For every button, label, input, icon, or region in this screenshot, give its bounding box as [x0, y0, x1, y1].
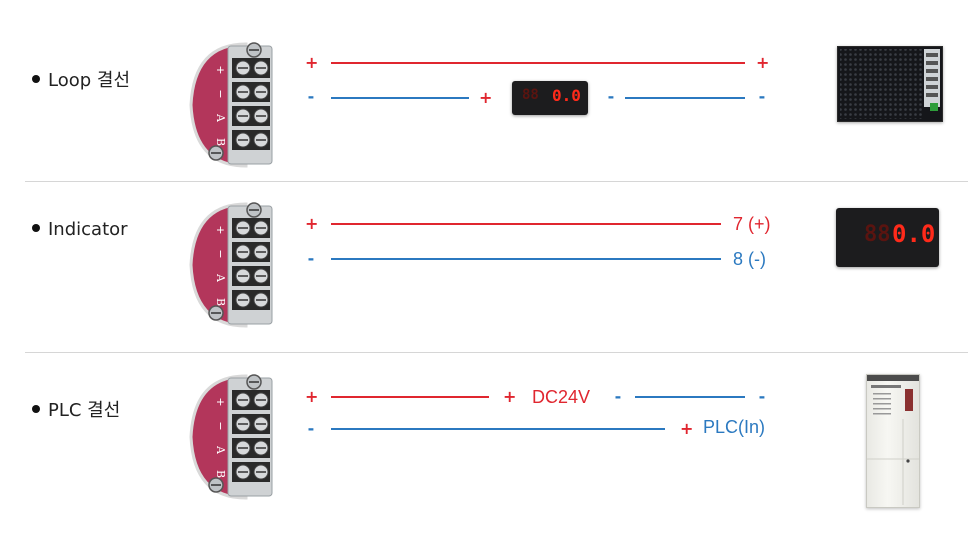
meter-value: 0.0 — [892, 220, 936, 248]
negative-sign: - — [307, 87, 315, 106]
terminal-label-a: A — [214, 445, 227, 455]
dc24v-label: DC24V — [532, 387, 591, 407]
terminal-7-label: 7 (+) — [733, 214, 771, 234]
terminal-label-a: A — [214, 273, 227, 283]
dc24v-positive-sign: + — [503, 387, 517, 406]
loop-wiring-row: Loop 결선 + − A B + + - + 88 0.0 - - — [0, 0, 968, 182]
indicator-wiring-row: Indicator + − A B + 7 (+) - 8 (-) 88 0.0 — [0, 172, 968, 353]
positive-wire — [331, 223, 721, 225]
row-label: PLC 결선 — [32, 396, 120, 422]
row-label: Indicator — [32, 219, 128, 240]
row-label-text: Loop 결선 — [48, 70, 131, 91]
power-supply-icon — [837, 46, 943, 122]
terminal-label-a: A — [214, 113, 227, 123]
section-divider — [25, 352, 968, 353]
row-label-text: Indicator — [48, 219, 128, 240]
meter-digits: 88 — [522, 87, 539, 103]
positive-sign: + — [305, 214, 319, 233]
bullet-icon — [32, 224, 40, 232]
positive-sign: + — [305, 53, 319, 72]
meter-positive-sign: + — [479, 88, 493, 107]
row-label: Loop 결선 — [32, 66, 130, 92]
plc-wiring-row: PLC 결선 + − A B + + DC24V - - - + PLC(In) — [0, 352, 968, 524]
terminal-8-label: 8 (-) — [733, 249, 766, 269]
terminal-label-plus: + — [214, 225, 227, 234]
positive-sign: + — [305, 387, 319, 406]
terminal-label-plus: + — [214, 65, 227, 74]
plc-in-label: PLC(In) — [703, 417, 766, 437]
bullet-icon — [32, 75, 40, 83]
terminal-label-b: B — [214, 138, 227, 146]
row-label-text: PLC 결선 — [48, 400, 121, 421]
return-wire — [635, 396, 745, 398]
terminal-label-minus: − — [214, 421, 227, 430]
section-divider — [25, 181, 968, 182]
plc-positive-sign: + — [680, 419, 694, 438]
terminal-label-plus: + — [214, 397, 227, 406]
dc24v-negative-sign: - — [614, 387, 622, 406]
negative-sign: - — [307, 419, 315, 438]
positive-wire — [331, 396, 489, 398]
negative-wire-right — [625, 97, 745, 99]
meter-negative-sign: - — [607, 87, 615, 106]
terminal-label-b: B — [214, 470, 227, 478]
positive-sign-end: + — [756, 53, 770, 72]
meter-value: 0.0 — [552, 86, 581, 105]
terminal-label-b: B — [214, 298, 227, 306]
terminal-label-minus: − — [214, 249, 227, 258]
negative-wire — [331, 258, 721, 260]
terminal-block-icon: + − A B — [189, 41, 274, 168]
inline-panel-meter: 88 0.0 — [512, 81, 588, 115]
terminal-block-icon: + − A B — [189, 373, 274, 500]
meter-digits: 88 — [864, 222, 891, 247]
negative-wire-left — [331, 97, 469, 99]
panel-meter-icon: 88 0.0 — [836, 208, 939, 267]
bullet-icon — [32, 405, 40, 413]
plc-module-icon — [866, 374, 920, 508]
negative-sign-end: - — [758, 387, 766, 406]
negative-sign: - — [307, 249, 315, 268]
terminal-block-icon: + − A B — [189, 201, 274, 328]
negative-sign-end: - — [758, 87, 766, 106]
positive-wire — [331, 62, 745, 64]
terminal-label-minus: − — [214, 89, 227, 98]
negative-wire — [331, 428, 665, 430]
